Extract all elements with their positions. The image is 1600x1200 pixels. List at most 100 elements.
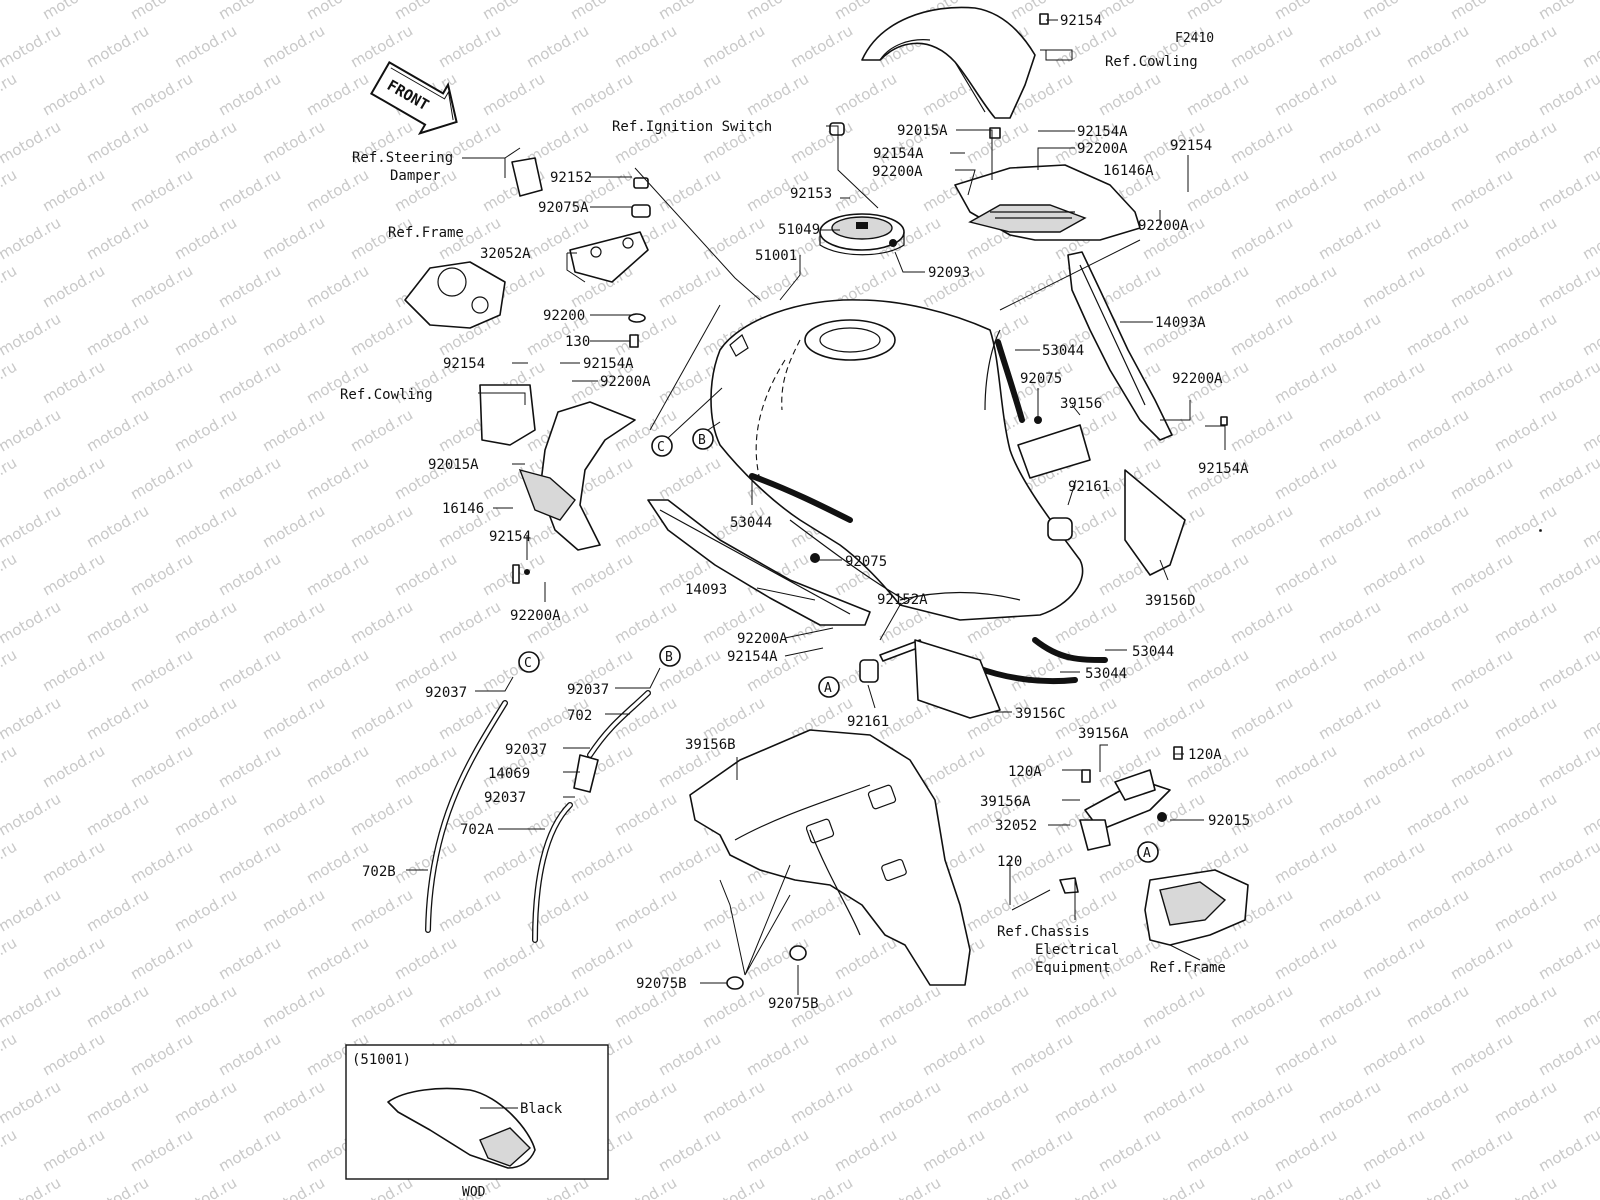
label-39156B: 39156B: [685, 737, 736, 753]
watermark-text: motod.ru: [0, 645, 20, 695]
watermark-text: motod.ru: [1579, 981, 1600, 1031]
label-92015A-top: 92015A: [897, 123, 948, 139]
watermark-text: motod.ru: [963, 981, 1032, 1031]
label-92037-a: 92037: [425, 685, 467, 701]
watermark-text: motod.ru: [1271, 549, 1340, 599]
watermark-text: motod.ru: [1315, 981, 1384, 1031]
figure-id: F2410: [1175, 31, 1214, 46]
watermark-text: motod.ru: [611, 789, 680, 839]
watermark-text: motod.ru: [1271, 837, 1340, 887]
watermark-text: motod.ru: [1359, 453, 1428, 503]
watermark-text: motod.ru: [127, 165, 196, 215]
label-39156C: 39156C: [1015, 706, 1066, 722]
label-ref-chassis-2: Electrical: [1035, 942, 1119, 958]
watermark-text: motod.ru: [0, 549, 20, 599]
watermark-text: motod.ru: [1271, 165, 1340, 215]
pad-39156B: [689, 729, 971, 986]
watermark-text: motod.ru: [1491, 501, 1560, 551]
fuel-cap-51049: [819, 213, 905, 256]
watermark-text: motod.ru: [1183, 165, 1252, 215]
watermark-text: motod.ru: [1535, 357, 1600, 407]
watermark-text: motod.ru: [171, 21, 240, 71]
watermark-text: motod.ru: [1579, 21, 1600, 71]
watermark-text: motod.ru: [303, 0, 372, 23]
watermark-text: motod.ru: [1359, 261, 1428, 311]
label-92200A-r4: 92200A: [1172, 371, 1223, 387]
watermark-text: motod.ru: [215, 837, 284, 887]
watermark-text: motod.ru: [215, 69, 284, 119]
watermark-text: motod.ru: [1095, 0, 1164, 23]
watermark-text: motod.ru: [523, 789, 592, 839]
label-39156D: 39156D: [1145, 593, 1196, 609]
watermark-text: motod.ru: [259, 789, 328, 839]
watermark-text: motod.ru: [127, 1029, 196, 1079]
watermark-text: motod.ru: [1535, 933, 1600, 983]
pad-39156D: [1124, 469, 1186, 576]
trim-14093: [647, 499, 871, 626]
label-702A: 702A: [460, 822, 494, 838]
part-labels: 92154 Ref.Cowling Ref.Ignition Switch 92…: [340, 13, 1250, 1012]
watermark-text: motod.ru: [1535, 1029, 1600, 1079]
watermark-text: motod.ru: [83, 309, 152, 359]
label-92200: 92200: [543, 308, 585, 324]
watermark-text: motod.ru: [215, 549, 284, 599]
watermark-text: motod.ru: [303, 165, 372, 215]
watermark-text: motod.ru: [0, 261, 20, 311]
watermark-text: motod.ru: [743, 0, 812, 23]
watermark-text: motod.ru: [1359, 357, 1428, 407]
watermark-text: motod.ru: [83, 693, 152, 743]
label-92200A-c: 92200A: [737, 631, 788, 647]
watermark-text: motod.ru: [259, 213, 328, 263]
watermark-text: motod.ru: [1447, 933, 1516, 983]
watermark-text: motod.ru: [391, 549, 460, 599]
watermark-text: motod.ru: [0, 885, 64, 935]
watermark-text: motod.ru: [171, 1077, 240, 1127]
watermark-text: motod.ru: [0, 933, 20, 983]
callout-c-lower: C: [524, 656, 532, 671]
watermark-text: motod.ru: [83, 405, 152, 455]
watermark-text: motod.ru: [1359, 645, 1428, 695]
watermark-text: motod.ru: [259, 1077, 328, 1127]
watermark-text: motod.ru: [39, 1125, 108, 1175]
watermark-text: motod.ru: [1007, 645, 1076, 695]
callout-b-lower: B: [665, 650, 673, 665]
watermark-text: motod.ru: [1579, 693, 1600, 743]
watermark-text: motod.ru: [1403, 213, 1472, 263]
steering-damper-bracket: [511, 157, 543, 197]
watermark-text: motod.ru: [1139, 981, 1208, 1031]
watermark-text: motod.ru: [1447, 0, 1516, 23]
watermark-text: motod.ru: [1359, 933, 1428, 983]
label-32052: 32052: [995, 818, 1037, 834]
watermark-text: motod.ru: [743, 1029, 812, 1079]
watermark-text: motod.ru: [1271, 69, 1340, 119]
front-direction-arrow: FRONT: [369, 61, 458, 135]
watermark-text: motod.ru: [435, 597, 504, 647]
watermark-text: motod.ru: [127, 549, 196, 599]
label-92200A-r1: 92200A: [1077, 141, 1128, 157]
watermark-text: motod.ru: [1359, 165, 1428, 215]
watermark-text: motod.ru: [1447, 549, 1516, 599]
watermark-text: motod.ru: [0, 501, 64, 551]
watermark-text: motod.ru: [1403, 117, 1472, 167]
label-92015: 92015: [1208, 813, 1250, 829]
watermark-text: motod.ru: [1271, 1125, 1340, 1175]
watermark-text: motod.ru: [1359, 1029, 1428, 1079]
watermark-text: motod.ru: [1315, 309, 1384, 359]
watermark-text: motod.ru: [1315, 213, 1384, 263]
watermark-text: motod.ru: [39, 645, 108, 695]
watermark-text: motod.ru: [435, 981, 504, 1031]
label-ref-cowling-top: Ref.Cowling: [1105, 54, 1198, 70]
watermark-text: motod.ru: [127, 0, 196, 23]
watermark-text: motod.ru: [611, 1077, 680, 1127]
watermark-text: motod.ru: [259, 501, 328, 551]
side-cover-16146A: [954, 164, 1141, 241]
callout-c-upper: C: [657, 440, 665, 455]
watermark-text: motod.ru: [655, 1029, 724, 1079]
watermark-text: motod.ru: [567, 0, 636, 23]
watermark-text: motod.ru: [259, 885, 328, 935]
watermark-text: motod.ru: [1447, 1125, 1516, 1175]
watermark-text: motod.ru: [1403, 981, 1472, 1031]
watermark-text: motod.ru: [699, 21, 768, 71]
label-14069: 14069: [488, 766, 530, 782]
